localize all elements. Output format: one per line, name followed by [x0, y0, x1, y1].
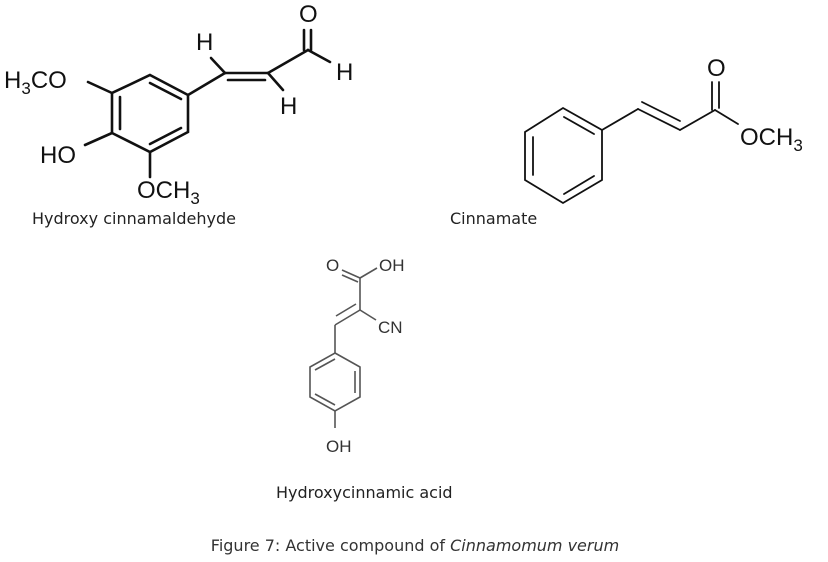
oxygen-label: O	[707, 55, 726, 82]
hydroxyl-label: HO	[40, 142, 76, 169]
methoxy-label: OCH3	[740, 124, 803, 155]
benzene-ring	[524, 106, 603, 205]
ring-double-bond	[148, 126, 183, 146]
figure-caption: Figure 7: Active compound of Cinnamomum …	[211, 536, 619, 555]
bond	[86, 80, 114, 95]
carbonyl-double-bond	[341, 269, 361, 279]
methoxy-label: H3CO	[4, 67, 67, 98]
bond	[209, 56, 227, 75]
bond	[306, 48, 332, 64]
benzene-ring	[110, 73, 190, 154]
bond	[83, 131, 114, 147]
methoxy-bottom-label: OCH3	[137, 177, 200, 208]
alkene-double-bond	[334, 309, 361, 326]
phenol-oh-label: OH	[326, 437, 352, 456]
compound-name: Cinnamate	[450, 209, 537, 228]
oxygen-label: O	[299, 1, 318, 28]
ring-double-bond	[148, 81, 183, 101]
bond	[601, 108, 639, 131]
hydroxycinnamic-acid-structure: O OH CN OH Hydroxycinnamic acid	[276, 256, 453, 502]
carbonyl-double-bond	[341, 274, 359, 283]
ring-double-bond	[314, 358, 336, 371]
bond	[679, 109, 716, 131]
ring-double-bond	[563, 116, 595, 135]
hydrogen-label: H	[336, 59, 353, 86]
ring-double-bond	[563, 175, 595, 195]
bond	[359, 309, 377, 321]
cinnamate-structure: O OCH3 Cinnamate	[450, 55, 803, 228]
compound-name: Hydroxy cinnamaldehyde	[32, 209, 236, 228]
oxygen-label: O	[326, 256, 339, 275]
bond	[186, 71, 227, 97]
compound-name: Hydroxycinnamic acid	[276, 483, 453, 502]
bond	[359, 267, 378, 279]
bond	[266, 71, 285, 92]
hydroxy-cinnamaldehyde-structure: H3CO HO OCH3 H H H O Hydroxy cinnamaldeh…	[4, 1, 353, 228]
alkene-double-bond	[641, 101, 681, 122]
hydrogen-label: H	[280, 93, 297, 120]
bond	[714, 109, 739, 125]
ring-double-bond	[314, 393, 336, 406]
alkene-double-bond	[637, 108, 681, 131]
alkene-double-bond	[335, 303, 357, 317]
hydrogen-label: H	[196, 29, 213, 56]
benzene-ring	[309, 352, 361, 412]
nitrile-label: CN	[378, 318, 403, 337]
bond	[266, 48, 310, 75]
acid-oh-label: OH	[379, 256, 405, 275]
